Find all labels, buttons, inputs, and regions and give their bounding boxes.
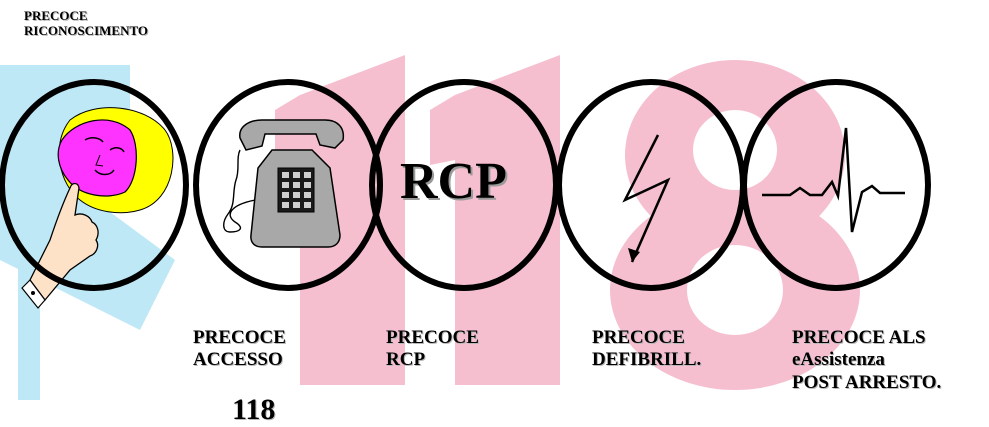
rcp-icon-text: RCP: [400, 153, 507, 210]
label-early-als: PRECOCE ALS eAssistenza POST ARRESTO.: [792, 327, 942, 393]
face-hand-icon: [21, 107, 174, 309]
label-early-defibrillation: PRECOCE DEFIBRILL.: [592, 327, 702, 371]
ecg-trace-icon: [762, 127, 905, 233]
label-early-access: PRECOCE ACCESSO: [193, 327, 286, 371]
lightning-bolt-icon: [622, 134, 671, 263]
chain-rings: [0, 79, 931, 291]
label-early-cpr: PRECOCE RCP: [386, 327, 479, 371]
label-118-number: 118: [232, 393, 276, 426]
telephone-icon: [223, 119, 345, 248]
label-early-recognition: PRECOCE RICONOSCIMENTO: [24, 8, 149, 39]
